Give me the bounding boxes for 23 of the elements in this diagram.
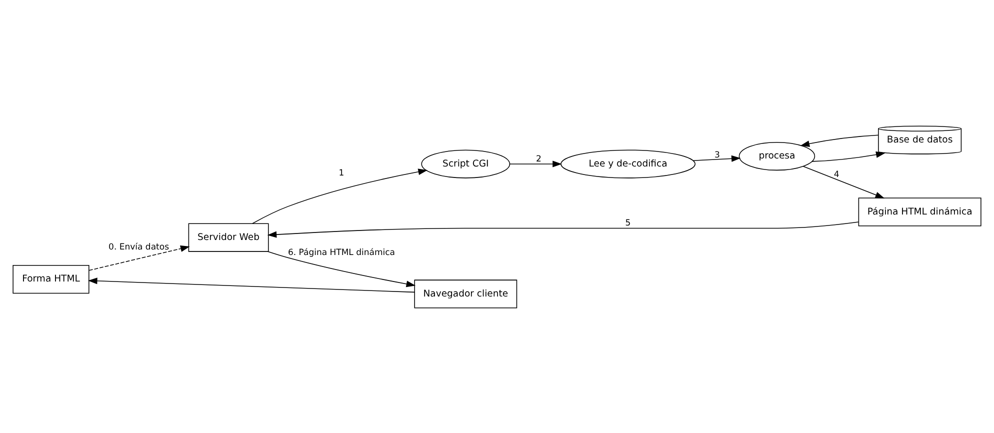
arrow	[692, 154, 741, 162]
edge-label: 4	[834, 170, 840, 180]
arrow	[252, 168, 428, 224]
arrow	[800, 134, 879, 146]
edge-label: 6. Página HTML dinámica	[288, 248, 396, 258]
arrow	[267, 250, 416, 287]
arrow	[88, 277, 415, 292]
node-box: Servidor Web	[188, 222, 269, 252]
edge-label: 0. Envía datos	[108, 242, 170, 252]
edge-label: 1	[338, 168, 344, 178]
node-ellipse: Script CGI	[421, 149, 510, 178]
edge-label: 5	[625, 218, 631, 228]
edge-label: 3	[714, 150, 720, 160]
arrow	[510, 160, 562, 167]
node-box: Navegador cliente	[414, 279, 518, 308]
arrow	[88, 245, 190, 270]
arrow	[267, 221, 859, 238]
arrow	[812, 150, 886, 162]
arrow	[802, 165, 885, 198]
node-box: Página HTML dinámica	[858, 197, 982, 226]
node-ellipse: Lee y de-codifica	[560, 149, 696, 178]
node-box: Forma HTML	[12, 264, 90, 294]
edge-label: 2	[536, 154, 542, 164]
